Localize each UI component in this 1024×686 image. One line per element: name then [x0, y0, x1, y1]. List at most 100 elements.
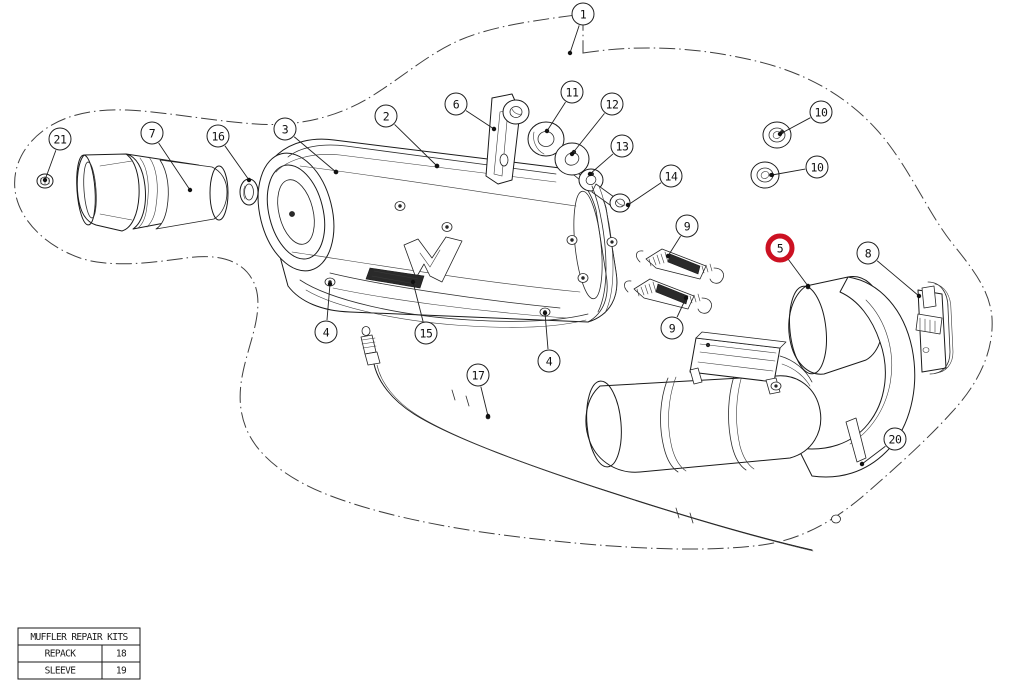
- part-17-oxygen-sensor-cable: [360, 326, 841, 552]
- muffler-repair-kits-table: MUFFLER REPAIR KITS REPACK 18 SLEEVE 19: [17, 627, 141, 680]
- leader-line: [861, 445, 886, 465]
- part-2-muffler-body: [257, 138, 618, 328]
- callout-bubble[interactable]: [206, 124, 230, 148]
- callout-bubble[interactable]: [675, 214, 699, 238]
- leader-tip-dot: [333, 169, 339, 175]
- leader-tip-dot: [569, 151, 575, 157]
- callout-bubble[interactable]: [610, 134, 634, 158]
- callout-bubble[interactable]: [537, 349, 561, 373]
- part-9-spring-upper: [636, 248, 724, 284]
- callout-bubble[interactable]: [571, 2, 595, 26]
- callout-bubble[interactable]: [883, 427, 907, 451]
- leader-tip-dot: [916, 293, 922, 299]
- callout-13[interactable]: 13: [587, 134, 634, 177]
- leader-tip-dot: [777, 131, 783, 137]
- leader-tip-dot: [544, 128, 550, 134]
- callout-number: 17: [471, 369, 485, 383]
- assembly-boundary-outline: [14, 13, 993, 550]
- leader-tip-dot: [683, 295, 689, 301]
- callout-21[interactable]: 21: [42, 127, 72, 183]
- callout-12[interactable]: 12: [569, 92, 624, 157]
- table-row-0-name: REPACK: [45, 649, 77, 660]
- callout-5[interactable]: 5: [765, 233, 811, 289]
- table-row-1-number: 19: [116, 666, 127, 677]
- callout-bubble[interactable]: [314, 320, 338, 344]
- callout-bubble[interactable]: [273, 117, 297, 141]
- leader-line: [771, 168, 806, 176]
- part-7-inlet-sleeve: [76, 153, 229, 232]
- part-6-mount-bracket: [485, 93, 530, 185]
- part-9-spring-lower: [624, 278, 712, 314]
- leader-tip-dot: [434, 163, 440, 169]
- leader-line: [571, 113, 605, 155]
- leader-line: [544, 312, 549, 350]
- leader-line: [627, 182, 662, 206]
- callout-4[interactable]: 4: [537, 310, 561, 373]
- callout-bubble[interactable]: [805, 155, 829, 179]
- leader-tip-dot: [485, 413, 491, 419]
- table-header-label: MUFFLER REPAIR KITS: [30, 632, 128, 643]
- callout-bubble[interactable]: [444, 92, 468, 116]
- callout-3[interactable]: 3: [273, 117, 339, 175]
- leader-tip-dot: [805, 283, 811, 289]
- leader-tip-dot: [769, 172, 775, 178]
- callout-4[interactable]: 4: [314, 281, 338, 344]
- callout-bubble[interactable]: [659, 164, 683, 188]
- callout-14[interactable]: 14: [625, 164, 683, 208]
- callout-17[interactable]: 17: [466, 363, 491, 419]
- callout-bubble[interactable]: [660, 316, 684, 340]
- callout-number: 9: [684, 220, 691, 234]
- leader-tip-dot: [187, 187, 193, 193]
- callout-2[interactable]: 2: [374, 104, 440, 169]
- callout-20[interactable]: 20: [859, 427, 907, 467]
- leader-line: [224, 145, 250, 181]
- callout-number: 8: [865, 247, 872, 261]
- callout-7[interactable]: 7: [140, 121, 193, 193]
- leader-line: [394, 124, 438, 167]
- callout-bubble[interactable]: [466, 363, 490, 387]
- table-row-1-number-cell: [101, 661, 141, 680]
- callout-bubble[interactable]: [374, 104, 398, 128]
- callout-number: 2: [383, 110, 390, 124]
- callout-9[interactable]: 9: [660, 295, 689, 340]
- callout-10[interactable]: 10: [769, 155, 829, 179]
- callout-number: 10: [814, 106, 828, 120]
- leader-tip-dot: [410, 279, 416, 285]
- leader-line: [158, 142, 191, 191]
- callout-number: 16: [211, 130, 225, 144]
- callout-bubble[interactable]: [414, 321, 438, 345]
- callout-bubble-highlighted[interactable]: [765, 233, 795, 263]
- part-11-spacer: [527, 121, 565, 157]
- part-12-spacer: [554, 142, 590, 176]
- leader-line: [569, 25, 580, 54]
- part-14-strap-bolt: [591, 183, 631, 314]
- leader-tip-dot: [542, 310, 548, 316]
- leader-tip-dot: [587, 171, 593, 177]
- leader-tip-dot: [665, 253, 671, 259]
- callout-number: 13: [615, 140, 629, 154]
- callout-15[interactable]: 15: [410, 279, 438, 345]
- leader-tip-dot: [567, 50, 573, 56]
- leader-line: [589, 153, 614, 175]
- callout-bubble[interactable]: [809, 100, 833, 124]
- callout-10[interactable]: 10: [777, 100, 833, 137]
- callout-bubble[interactable]: [140, 121, 164, 145]
- callout-9[interactable]: 9: [665, 214, 699, 259]
- callout-8[interactable]: 8: [856, 241, 922, 299]
- leader-tip-dot: [625, 202, 631, 208]
- callout-11[interactable]: 11: [544, 80, 584, 134]
- callout-bubble[interactable]: [856, 241, 880, 265]
- callout-bubble[interactable]: [560, 80, 584, 104]
- callout-16[interactable]: 16: [206, 124, 252, 183]
- leader-line: [412, 281, 424, 322]
- callout-bubble[interactable]: [48, 127, 72, 151]
- leader-line: [546, 101, 566, 132]
- callout-bubble[interactable]: [600, 92, 624, 116]
- leader-tip-dot: [491, 126, 497, 132]
- callout-number: 6: [453, 98, 460, 112]
- callout-6[interactable]: 6: [444, 92, 497, 132]
- callout-1[interactable]: 1: [567, 2, 595, 56]
